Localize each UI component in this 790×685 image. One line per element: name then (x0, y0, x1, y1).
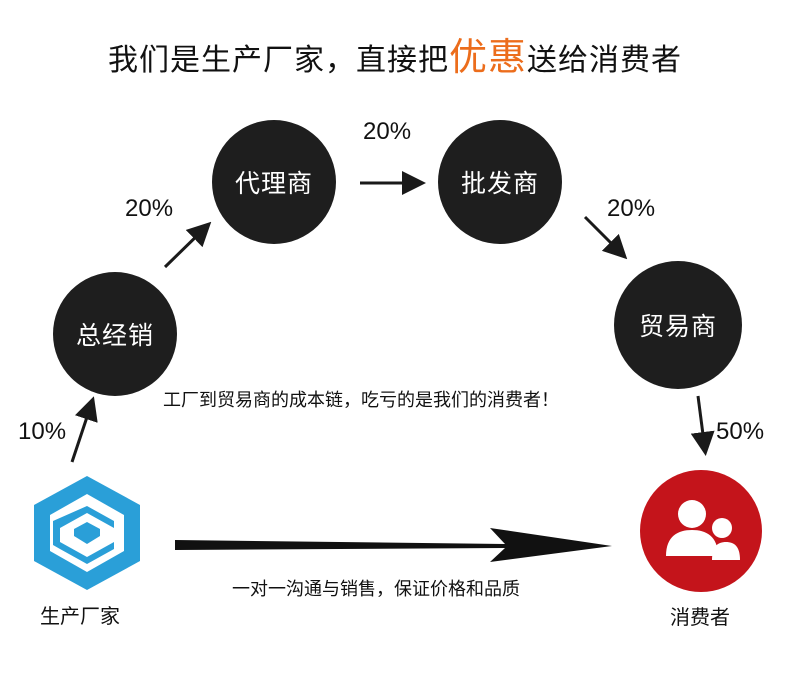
consumer-label: 消费者 (670, 605, 730, 629)
pct-trader-to-consumer: 50% (716, 418, 765, 445)
pct-manufacturer-to-general: 10% (18, 418, 67, 445)
node-agent: 代理商 (212, 120, 336, 244)
node-general-distributor-label: 总经销 (75, 321, 154, 350)
arrow-wholesaler-to-trader (583, 215, 628, 260)
node-general-distributor: 总经销 (53, 272, 177, 396)
title-suffix: 送给消费者 (527, 43, 682, 78)
consumer-icon-circle (640, 470, 762, 592)
page-title: 我们是生产厂家，直接把优惠送给消费者 (0, 26, 790, 81)
pct-general-to-agent: 20% (125, 195, 174, 222)
node-trader-label: 贸易商 (638, 312, 717, 341)
cost-chain-note: 工厂到贸易商的成本链，吃亏的是我们的消费者！ (163, 390, 559, 411)
direct-sale-note: 一对一沟通与销售，保证价格和品质 (232, 579, 520, 600)
node-wholesaler-label: 批发商 (460, 169, 539, 198)
pct-wholesaler-to-trader: 20% (607, 195, 656, 222)
node-wholesaler: 批发商 (438, 120, 562, 244)
title-highlight: 优惠 (448, 35, 527, 79)
pct-agent-to-wholesaler: 20% (363, 118, 412, 145)
arrow-general-to-agent (163, 221, 212, 269)
users-icon (666, 500, 740, 560)
manufacturer-label: 生产厂家 (40, 604, 120, 628)
manufacturer-logo-icon (34, 476, 140, 590)
arrow-manufacturer-to-general (70, 396, 98, 463)
node-agent-label: 代理商 (234, 169, 313, 198)
title-prefix: 我们是生产厂家，直接把 (107, 43, 449, 78)
arrow-direct (175, 528, 612, 562)
node-trader: 贸易商 (614, 261, 742, 389)
arrow-trader-to-consumer (690, 395, 715, 456)
